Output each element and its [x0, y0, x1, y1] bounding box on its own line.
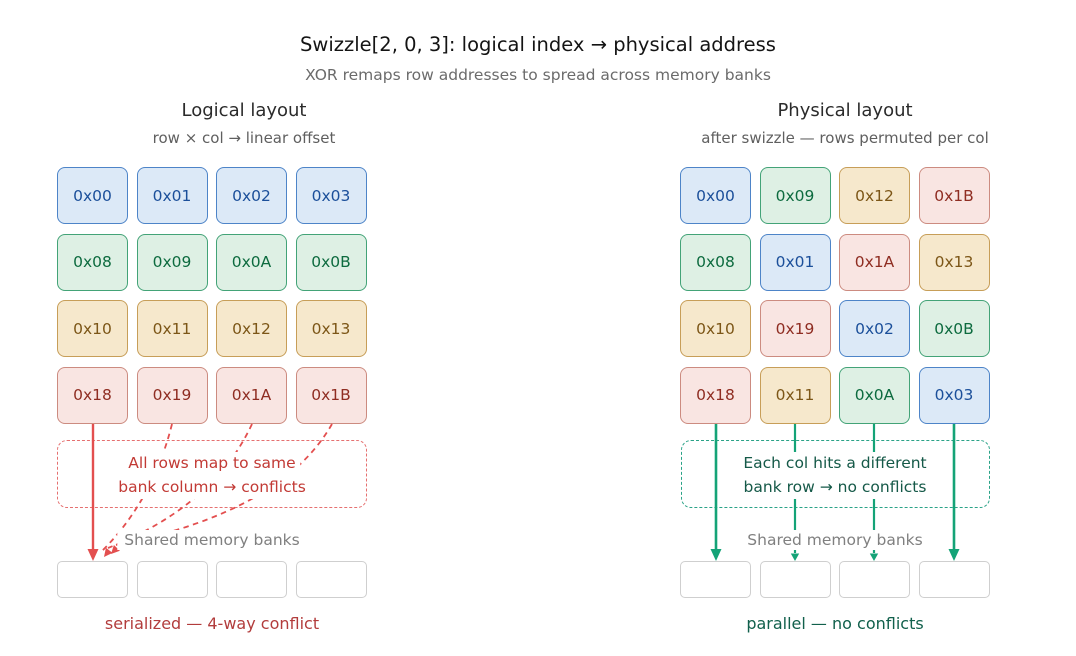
parallel-callout-text: Each col hits a different bank row → no … [738, 452, 932, 499]
logical-address-grid: 0x00 0x01 0x02 0x03 0x08 0x09 0x0A 0x0B … [57, 167, 367, 424]
memory-cell: 0x09 [759, 167, 831, 224]
logical-panel-heading: Logical layout [181, 100, 307, 121]
memory-cell: 0x1A [839, 233, 910, 291]
memory-cell: 0x0B [918, 300, 990, 357]
bank-slot [759, 561, 831, 598]
memory-cell: 0x18 [680, 366, 751, 424]
memory-cell: 0x00 [57, 167, 128, 224]
memory-cell: 0x03 [295, 167, 367, 224]
parallel-callout-line1: Each col hits a different [738, 452, 932, 476]
memory-cell: 0x02 [839, 300, 910, 357]
parallel-callout-box [681, 440, 990, 508]
memory-cell: 0x0A [839, 366, 910, 424]
memory-cell: 0x08 [680, 233, 751, 291]
bank-slot [136, 561, 208, 598]
bank-slot [839, 561, 910, 598]
parallel-callout-line2: bank row → no conflicts [738, 475, 932, 499]
physical-panel-heading: Physical layout [777, 100, 913, 121]
logical-bank-row [57, 561, 367, 598]
memory-cell: 0x11 [759, 366, 831, 424]
conflict-callout-line2: bank column → conflicts [113, 475, 311, 499]
logical-panel-subheading: row × col → linear offset [152, 129, 336, 147]
physical-panel-subheading: after swizzle — rows permuted per col [701, 129, 989, 147]
memory-cell: 0x10 [680, 300, 751, 357]
memory-cell: 0x09 [136, 233, 208, 291]
conflict-callout-line1: All rows map to same [123, 452, 301, 476]
memory-cell: 0x03 [918, 366, 990, 424]
memory-cell: 0x12 [839, 167, 910, 224]
memory-cell: 0x11 [136, 300, 208, 357]
parallel-caption: parallel — no conflicts [746, 614, 924, 633]
memory-cell: 0x02 [216, 167, 287, 224]
memory-cell: 0x10 [57, 300, 128, 357]
memory-cell: 0x13 [918, 233, 990, 291]
figure-title: Swizzle[2, 0, 3]: logical index → physic… [300, 33, 776, 56]
memory-cell: 0x1B [295, 366, 367, 424]
memory-cell: 0x1A [216, 366, 287, 424]
memory-cell: 0x12 [216, 300, 287, 357]
memory-cell: 0x13 [295, 300, 367, 357]
memory-cell: 0x1B [918, 167, 990, 224]
memory-cell: 0x19 [759, 300, 831, 357]
physical-bank-row [680, 561, 990, 598]
memory-cell: 0x01 [759, 233, 831, 291]
memory-cell: 0x01 [136, 167, 208, 224]
memory-cell: 0x0B [295, 233, 367, 291]
figure-subtitle: XOR remaps row addresses to spread acros… [305, 66, 771, 84]
bank-slot [295, 561, 367, 598]
conflict-callout-text: All rows map to same bank column → confl… [113, 452, 311, 499]
memory-cell: 0x08 [57, 233, 128, 291]
physical-address-grid: 0x00 0x09 0x12 0x1B 0x08 0x01 0x1A 0x13 … [680, 167, 990, 424]
memory-cell: 0x18 [57, 366, 128, 424]
memory-cell: 0x19 [136, 366, 208, 424]
conflict-caption: serialized — 4-way conflict [104, 614, 320, 633]
memory-cell: 0x00 [680, 167, 751, 224]
memory-cell: 0x0A [216, 233, 287, 291]
shared-memory-banks-label: Shared memory banks [117, 530, 307, 550]
bank-slot [57, 561, 128, 598]
bank-slot [918, 561, 990, 598]
bank-slot [216, 561, 287, 598]
bank-slot [680, 561, 751, 598]
shared-memory-banks-label: Shared memory banks [740, 530, 930, 550]
